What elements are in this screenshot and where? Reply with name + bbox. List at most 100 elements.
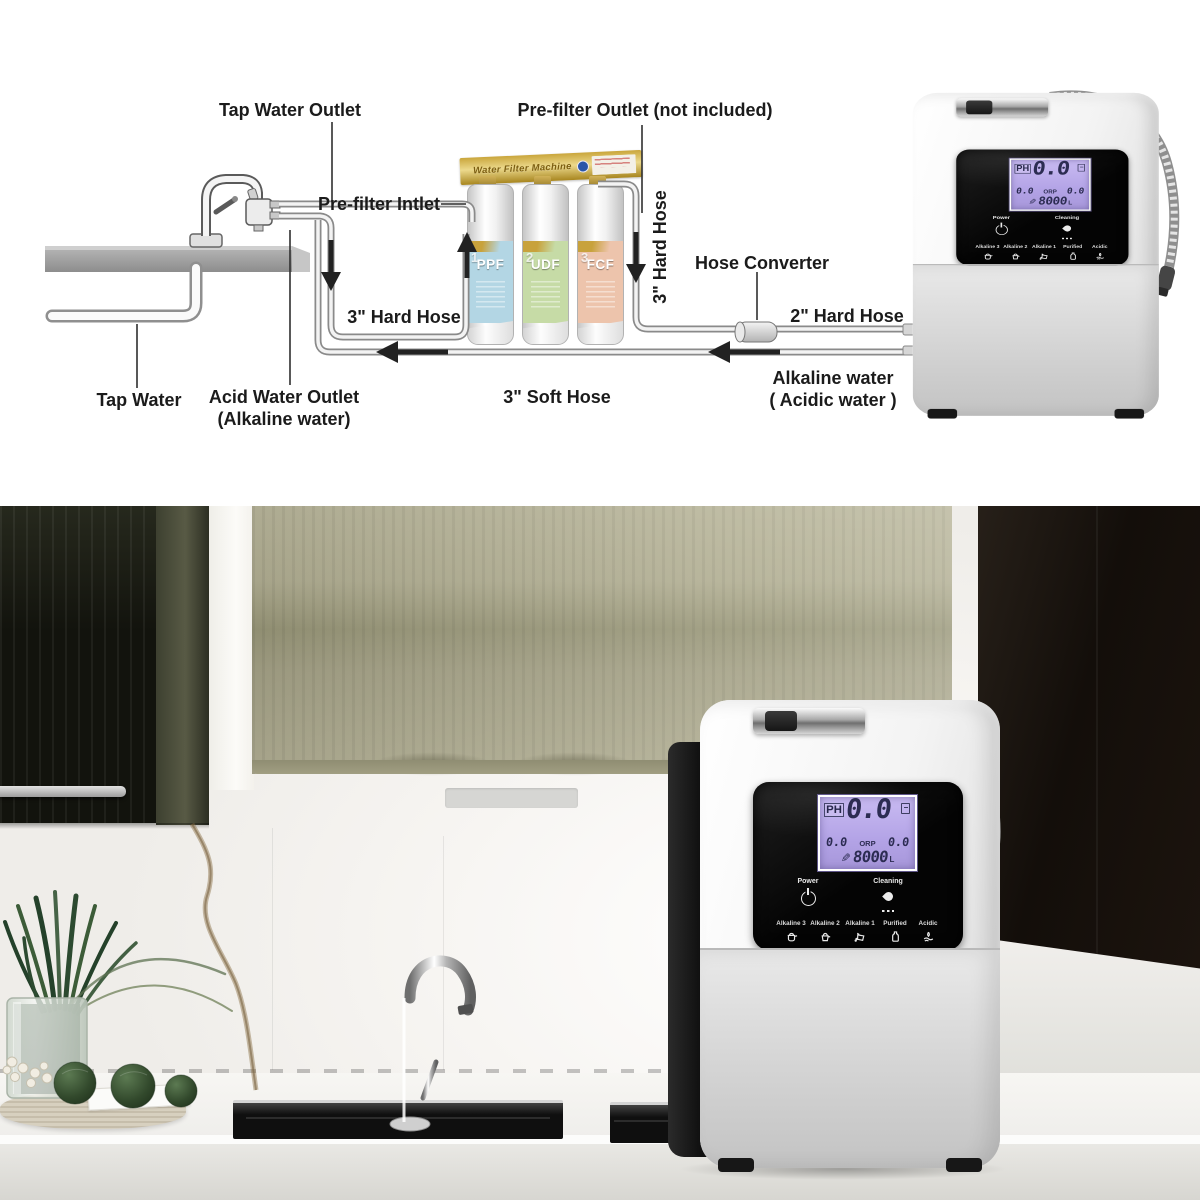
- liters-unit: L: [1068, 199, 1073, 207]
- label-hard-hose-3: 3" Hard Hose: [347, 307, 461, 327]
- control-panel: PH 0.0 0.0 ORP 0.0 ✎ 8000 L: [956, 149, 1129, 266]
- cup-icon: [854, 932, 864, 942]
- alkaline-2-button[interactable]: Alkaline 2: [1001, 245, 1031, 264]
- liters-value: 8000: [851, 848, 889, 867]
- label-alkaline-water: Alkaline water: [772, 368, 894, 388]
- backsplash-edge: [0, 1069, 672, 1073]
- droplet-icon: [881, 890, 895, 903]
- lcd-display: PH 0.0 0.0 ORP 0.0 ✎ 8000 L: [817, 794, 918, 872]
- kettle-icon: [821, 932, 830, 942]
- decor-balls: [53, 1061, 198, 1109]
- cartridge-label: 1 PPF: [468, 241, 513, 323]
- cleaning-button[interactable]: Cleaning: [858, 878, 918, 912]
- hose-converter: [734, 321, 778, 343]
- wash-icon: [1095, 252, 1104, 260]
- filter-life-icon: [1077, 164, 1086, 172]
- droplet-icon: [1061, 224, 1073, 233]
- machine-handle: [956, 98, 1049, 117]
- cup-icon: [1039, 253, 1048, 260]
- alkaline-3-button[interactable]: Alkaline 3: [773, 920, 809, 948]
- tall-dark-cabinet: [978, 506, 1200, 969]
- machine-handle: [753, 708, 865, 734]
- ph-label: PH: [823, 803, 845, 818]
- bottle-icon: [1069, 252, 1076, 260]
- plant: [3, 890, 233, 1016]
- purified-button[interactable]: Purified: [1058, 245, 1088, 264]
- power-button[interactable]: Power: [977, 216, 1026, 239]
- cartridge-number: 1: [471, 250, 479, 265]
- machine-lower-body: [912, 264, 1159, 558]
- wash-icon: [923, 931, 933, 942]
- cartridge-label: 3 FCF: [578, 241, 623, 323]
- cartridge-code: UDF: [530, 257, 561, 272]
- alkaline-3-button[interactable]: Alkaline 3: [973, 245, 1003, 264]
- power-icon: [995, 222, 1008, 236]
- dark-cabinet: [0, 506, 158, 823]
- liters-value: 8000: [1036, 195, 1068, 208]
- cartridge-label: 2 UDF: [523, 241, 568, 323]
- label-alkaline-water-sub: ( Acidic water ): [769, 390, 897, 410]
- leader-lines: [136, 122, 758, 388]
- cabinet-side-panel: [156, 506, 209, 825]
- window-sill: [445, 788, 578, 808]
- machine-lower-body: [700, 948, 1000, 1168]
- purified-button[interactable]: Purified: [877, 920, 913, 948]
- machine-body: PH 0.0 0.0 ORP 0.0 ✎ 8000 L: [700, 700, 1000, 1172]
- label-prefilter-inlet: Pre-filter Intlet: [317, 194, 441, 214]
- alkaline-2-button[interactable]: Alkaline 2: [807, 920, 843, 948]
- ph-label: PH: [1014, 164, 1032, 174]
- label-soft-hose-3: 3" Soft Hose: [503, 387, 611, 407]
- alkaline-1-button[interactable]: Alkaline 1: [842, 920, 878, 948]
- label-tap-water-outlet: Tap Water Outlet: [218, 100, 362, 120]
- label-acid-water-outlet-sub: (Alkaline water): [217, 409, 351, 429]
- cleaning-button[interactable]: Cleaning: [1042, 216, 1091, 240]
- ph-value: 0.0: [843, 794, 893, 826]
- cartridge-number: 3: [581, 250, 589, 265]
- liters-unit: L: [889, 855, 895, 865]
- kettle-icon: [1012, 253, 1020, 260]
- alkaline-1-button[interactable]: Alkaline 1: [1029, 245, 1059, 264]
- filter-cartridge-udf: 2 UDF: [522, 184, 569, 345]
- marble-vein: [189, 822, 259, 1091]
- machine-body: PH 0.0 0.0 ORP 0.0 ✎ 8000 L: [912, 92, 1159, 558]
- cabinet-handle: [0, 786, 126, 797]
- faucet-diverter: [189, 174, 281, 248]
- pearl-chain: [2, 1056, 53, 1088]
- label-hard-hose-2: 2" Hard Hose: [790, 306, 904, 326]
- label-prefilter-outlet: Pre-filter Outlet (not included): [517, 100, 773, 120]
- lcd-display: PH 0.0 0.0 ORP 0.0 ✎ 8000 L: [1008, 157, 1092, 212]
- window-frame: [209, 506, 254, 790]
- label-tap-water: Tap Water: [96, 390, 182, 410]
- power-icon: [800, 888, 816, 906]
- ph-value: 0.0: [1030, 157, 1071, 180]
- kitchen-artwork: [2, 822, 476, 1132]
- ionizer-machine-diagram: PH 0.0 0.0 ORP 0.0 ✎ 8000 L: [880, 86, 1175, 558]
- kitchen-faucet: [389, 955, 476, 1132]
- bottle-icon: [891, 931, 899, 942]
- cartridge-code: FCF: [586, 257, 615, 272]
- cartridge-code: PPF: [476, 257, 505, 272]
- flow-value: 0.0: [824, 835, 848, 850]
- power-button[interactable]: Power: [778, 878, 838, 911]
- control-panel: PH 0.0 0.0 ORP 0.0 ✎ 8000 L: [753, 782, 963, 950]
- filter-life-icon: [901, 803, 911, 815]
- orp-label: ORP: [859, 839, 876, 849]
- orp-value: 0.0: [887, 835, 911, 850]
- installation-diagram: Water Filter Machine 1 PPF 2: [0, 0, 1200, 558]
- acidic-button[interactable]: Acidic: [1085, 245, 1115, 264]
- kitchen-photo: PH 0.0 0.0 ORP 0.0 ✎ 8000 L: [0, 506, 1200, 1200]
- acidic-button[interactable]: Acidic: [910, 920, 946, 948]
- cartridge-number: 2: [526, 250, 534, 265]
- pen-icon: ✎: [1028, 197, 1037, 207]
- flow-arrows: [321, 232, 780, 363]
- label-acid-water-outlet: Acid Water Outlet: [208, 387, 360, 407]
- pot-icon: [787, 932, 797, 942]
- supply-pipe: [45, 261, 203, 323]
- label-hose-converter: Hose Converter: [694, 253, 830, 273]
- countertop: [0, 1073, 1200, 1137]
- label-hard-hose-3-vertical: 3" Hard Hose: [649, 190, 670, 304]
- pen-icon: ✎: [840, 852, 851, 866]
- pot-icon: [984, 253, 993, 260]
- filter-cartridge-fcf: 3 FCF: [577, 184, 624, 345]
